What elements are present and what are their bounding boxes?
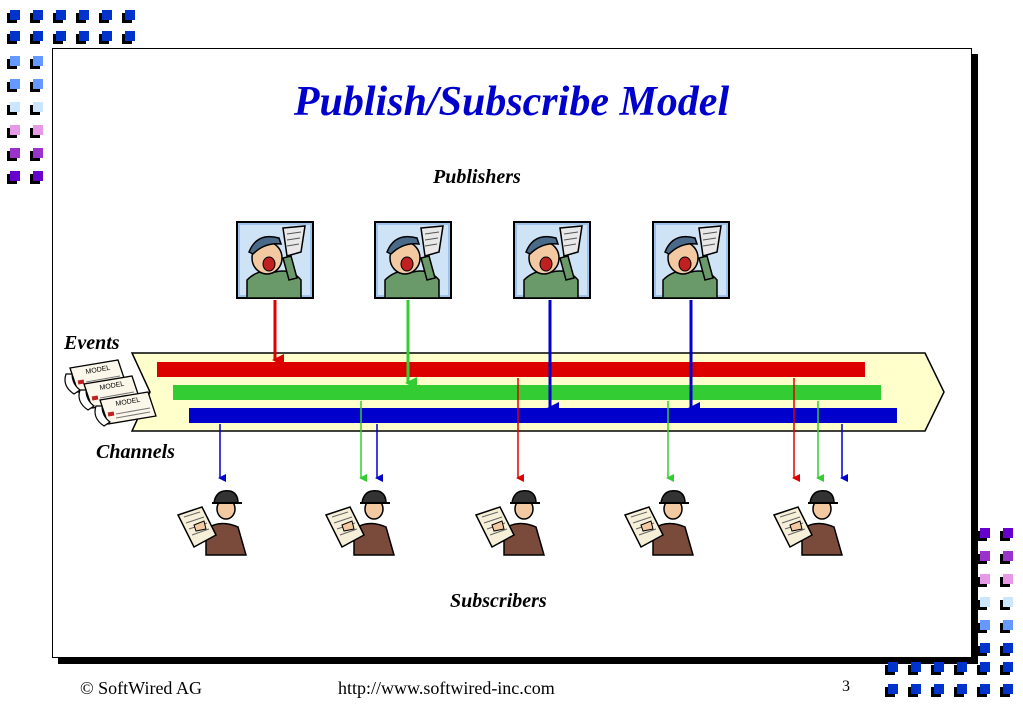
decor-square <box>1003 662 1013 672</box>
subscribers-label: Subscribers <box>450 590 547 612</box>
publisher-2 <box>374 221 452 299</box>
decor-square <box>33 171 43 181</box>
newspaper-2-masthead: MODEL <box>99 381 125 392</box>
decor-square <box>957 684 967 694</box>
decor-square <box>1003 574 1013 584</box>
decor-square <box>980 528 990 538</box>
subscriber-4 <box>624 489 694 556</box>
decor-square <box>980 620 990 630</box>
newspaper-3: MODEL <box>94 391 157 427</box>
decor-square <box>980 684 990 694</box>
decor-square <box>33 125 43 135</box>
decor-square <box>1003 551 1013 561</box>
channel-green <box>173 385 881 400</box>
decor-square <box>102 10 112 20</box>
decor-square <box>33 31 43 41</box>
decor-square <box>980 574 990 584</box>
events-label: Events <box>64 332 120 354</box>
decor-square <box>957 662 967 672</box>
slide-title: Publish/Subscribe Model <box>293 79 730 125</box>
decor-square <box>102 31 112 41</box>
subscriber-1 <box>177 489 247 556</box>
decor-square <box>1003 684 1013 694</box>
channels-label: Channels <box>96 441 175 463</box>
newspaper-3-masthead: MODEL <box>115 397 141 408</box>
subscriber-3 <box>475 489 545 556</box>
decor-square <box>1003 643 1013 653</box>
decor-square <box>10 148 20 158</box>
publisher-1 <box>236 221 314 299</box>
decor-square <box>980 551 990 561</box>
decor-square <box>79 10 89 20</box>
channel-red <box>157 362 865 377</box>
events-newspaper-stack: MODEL MODEL MODEL <box>64 359 157 427</box>
decor-square <box>33 10 43 20</box>
publishers-label: Publishers <box>433 166 521 188</box>
decor-square <box>33 79 43 89</box>
decor-square <box>10 56 20 66</box>
decor-square <box>33 102 43 112</box>
decor-square <box>33 56 43 66</box>
decor-square <box>10 79 20 89</box>
decor-square <box>1003 528 1013 538</box>
newspaper-2: MODEL <box>78 375 141 411</box>
footer-copyright: © SoftWired AG <box>80 678 202 698</box>
newspaper-1: MODEL <box>64 359 127 395</box>
decor-square <box>1003 620 1013 630</box>
decor-square <box>56 31 66 41</box>
decor-square <box>911 684 921 694</box>
decor-square <box>934 662 944 672</box>
decor-square <box>888 684 898 694</box>
decor-square <box>980 662 990 672</box>
decor-square <box>10 171 20 181</box>
decor-square <box>980 597 990 607</box>
decor-square <box>125 10 135 20</box>
decor-square <box>10 10 20 20</box>
publisher-3 <box>513 221 591 299</box>
footer-url[interactable]: http://www.softwired-inc.com <box>338 678 555 698</box>
decor-square <box>125 31 135 41</box>
channel-blue <box>189 408 897 423</box>
publisher-4 <box>652 221 730 299</box>
footer-page-number: 3 <box>842 678 850 695</box>
decor-square <box>56 10 66 20</box>
newspaper-1-masthead: MODEL <box>85 365 111 376</box>
decor-square <box>888 662 898 672</box>
decor-square <box>10 125 20 135</box>
decor-square <box>10 102 20 112</box>
decor-square <box>980 643 990 653</box>
subscriber-5 <box>773 489 843 556</box>
decor-square <box>10 31 20 41</box>
decor-square <box>911 662 921 672</box>
decor-square <box>1003 597 1013 607</box>
decor-square <box>934 684 944 694</box>
decor-square <box>33 148 43 158</box>
subscriber-2 <box>325 489 395 556</box>
decor-square <box>79 31 89 41</box>
